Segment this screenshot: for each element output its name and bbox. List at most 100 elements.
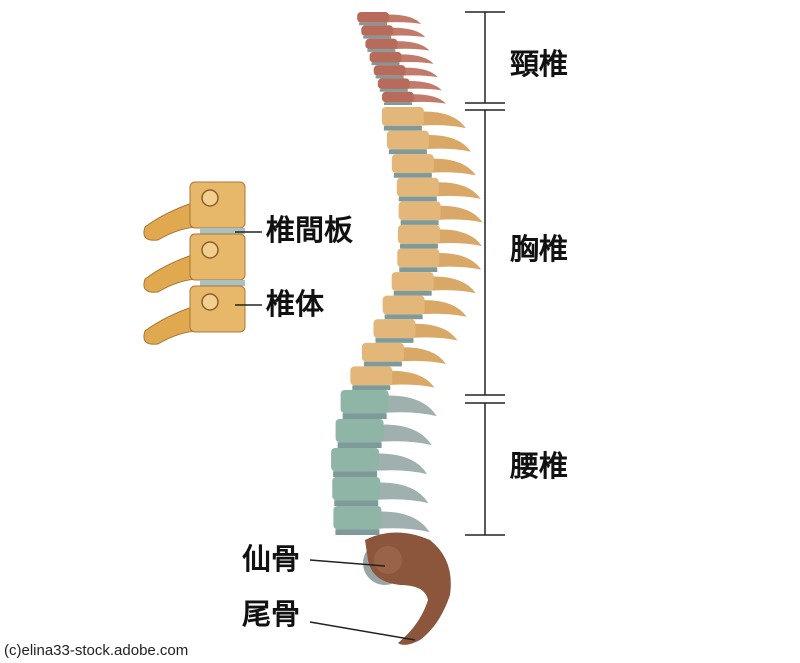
spinous-process xyxy=(386,27,426,38)
intervertebral-disc xyxy=(398,196,437,202)
intervertebral-disc xyxy=(400,220,439,225)
inset-vertebra xyxy=(143,181,246,241)
inset-process xyxy=(143,201,201,241)
intervertebral-disc xyxy=(388,149,427,155)
thoracic-vertebra xyxy=(396,177,481,202)
intervertebral-disc xyxy=(335,529,380,535)
spinous-process xyxy=(415,111,466,129)
thoracic-vertebra xyxy=(382,295,467,320)
thoracic-vertebra xyxy=(398,201,483,225)
thoracic-vertebra xyxy=(397,248,482,273)
spinous-process xyxy=(432,205,483,223)
spinous-process xyxy=(407,323,458,341)
intervertebral-disc xyxy=(334,500,379,506)
label-thoracic: 胸椎 xyxy=(510,232,569,266)
thoracic-vertebra xyxy=(397,224,482,249)
intervertebral-disc xyxy=(383,102,412,105)
leader-lines xyxy=(235,231,416,641)
intervertebral-disc xyxy=(363,35,392,39)
thoracic-vertebra xyxy=(391,154,476,178)
intervertebral-disc xyxy=(393,173,432,178)
thoracic-vertebra xyxy=(391,272,476,296)
intervertebral-disc xyxy=(371,62,400,66)
intervertebral-disc xyxy=(383,125,422,131)
vertebral-body xyxy=(333,506,382,530)
vertebral-body xyxy=(350,366,393,386)
spinous-process xyxy=(371,511,430,533)
vertebral-body xyxy=(382,295,425,315)
vertebra-inset xyxy=(143,181,246,345)
spinous-process xyxy=(391,41,430,51)
vertebral-body xyxy=(397,224,440,244)
vertebral-body xyxy=(373,319,416,339)
cervical-vertebra xyxy=(361,25,426,39)
spinous-process xyxy=(430,182,481,199)
inset-body xyxy=(189,181,246,229)
inset-disc xyxy=(200,280,245,286)
thoracic-vertebra xyxy=(350,366,435,390)
inset-disc xyxy=(200,228,245,234)
spinous-process xyxy=(383,370,435,388)
spine-column xyxy=(331,12,483,535)
inset-body xyxy=(189,233,246,281)
spinous-process xyxy=(403,80,442,91)
spinous-process xyxy=(416,300,467,317)
intervertebral-disc xyxy=(375,338,414,343)
spinous-process xyxy=(420,135,471,152)
inset-process xyxy=(143,253,201,293)
credit-text: (c)elina33-stock.adobe.com xyxy=(4,642,189,659)
intervertebral-disc xyxy=(367,49,396,52)
intervertebral-disc xyxy=(337,442,382,448)
lumbar-vertebra xyxy=(340,390,437,419)
vertebral-body xyxy=(391,154,434,174)
vertebral-body xyxy=(397,248,440,268)
spinous-process xyxy=(373,424,432,446)
thoracic-vertebra xyxy=(373,319,458,343)
intervertebral-disc xyxy=(352,385,391,390)
lumbar-vertebra xyxy=(335,419,432,448)
spinous-process xyxy=(395,347,446,365)
spinous-process xyxy=(425,276,476,294)
vertebral-body xyxy=(340,390,389,414)
intervertebral-disc xyxy=(375,75,404,79)
thoracic-vertebra xyxy=(381,107,466,131)
spinous-process xyxy=(370,482,429,504)
sacrum xyxy=(365,532,451,645)
vertebral-body xyxy=(361,342,404,362)
inset-vertebra xyxy=(143,285,246,345)
label-vertebral-body: 椎体 xyxy=(266,287,325,321)
label-cervical: 頸椎 xyxy=(510,47,569,81)
sacrum-coccyx xyxy=(363,532,451,645)
label-intervertebral-disc: 椎間板 xyxy=(266,213,354,247)
vertebral-body xyxy=(365,38,398,50)
region-brackets xyxy=(465,11,505,536)
vertebral-body xyxy=(335,419,384,443)
vertebral-body xyxy=(369,51,402,63)
intervertebral-disc xyxy=(379,89,408,92)
spinous-process xyxy=(379,395,437,417)
intervertebral-disc xyxy=(393,290,432,296)
spinous-process xyxy=(395,54,434,64)
spinous-process xyxy=(382,14,422,24)
spinous-process xyxy=(431,229,482,247)
vertebral-body xyxy=(373,65,406,76)
label-coccyx: 尾骨 xyxy=(242,597,301,631)
vertebral-body xyxy=(396,177,439,197)
cervical-vertebra xyxy=(357,12,422,26)
cervical-vertebra xyxy=(377,78,442,92)
spinous-process xyxy=(399,67,438,78)
vertebral-body xyxy=(398,201,441,221)
vertebral-body xyxy=(332,477,381,501)
vertebral-body xyxy=(331,448,380,472)
intervertebral-disc xyxy=(399,267,438,273)
intervertebral-disc xyxy=(333,471,378,477)
cervical-vertebra xyxy=(369,51,434,66)
inset-body xyxy=(189,285,246,333)
spinous-process xyxy=(407,94,446,104)
intervertebral-disc xyxy=(342,413,387,419)
inset-vertebra xyxy=(143,233,246,293)
intervertebral-disc xyxy=(384,314,423,320)
label-lumbar: 腰椎 xyxy=(510,449,569,483)
intervertebral-disc xyxy=(399,243,438,249)
inset-foramen xyxy=(201,293,219,311)
